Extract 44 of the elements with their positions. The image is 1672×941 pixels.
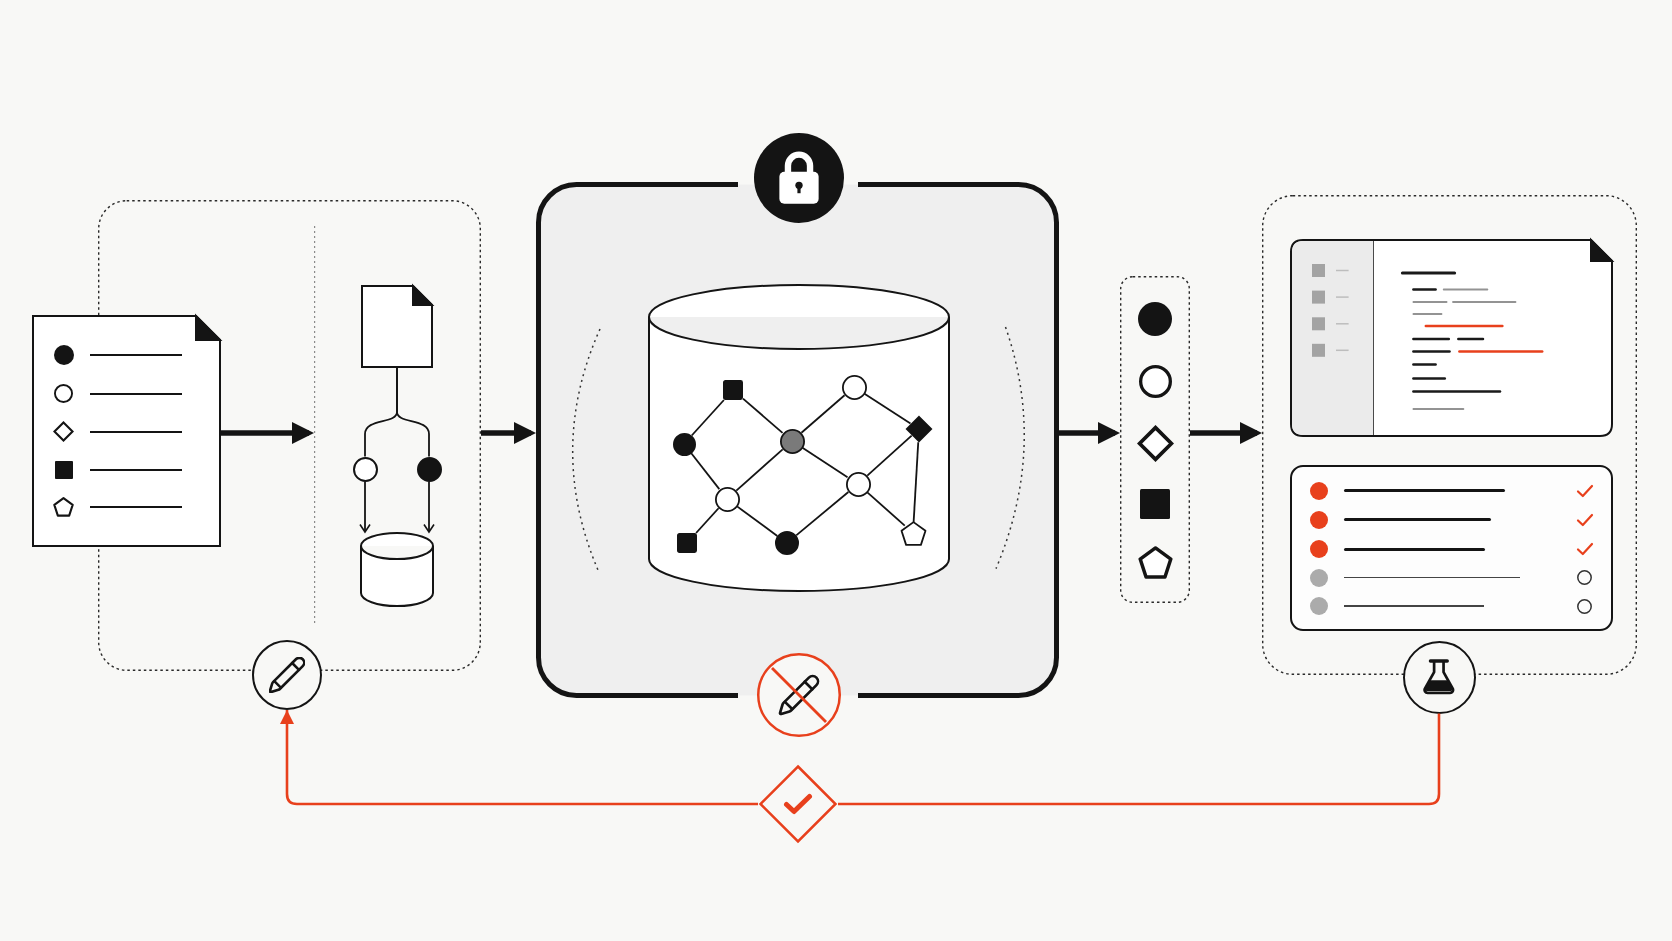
document-page bbox=[32, 315, 221, 547]
graph-edge bbox=[690, 452, 721, 491]
graph-node bbox=[905, 415, 933, 443]
no-edit-badge bbox=[757, 653, 841, 737]
graph-edge bbox=[736, 505, 779, 537]
test-list-panel bbox=[1290, 465, 1613, 631]
graph-edge bbox=[866, 491, 906, 527]
graph-edge bbox=[795, 491, 850, 537]
graph-edge bbox=[742, 397, 784, 434]
arrow bbox=[359, 480, 371, 533]
arrow bbox=[423, 480, 435, 533]
graph-node bbox=[899, 519, 927, 547]
circle-node bbox=[352, 456, 378, 482]
graph-edge bbox=[800, 394, 846, 434]
lock-badge bbox=[754, 133, 844, 223]
document-page bbox=[361, 285, 433, 368]
database-cylinder bbox=[648, 284, 950, 592]
database-cylinder bbox=[360, 532, 434, 607]
graph-edge bbox=[863, 392, 912, 425]
arrow bbox=[481, 422, 536, 444]
graph-node bbox=[723, 380, 743, 400]
dashed-frame bbox=[1120, 276, 1190, 603]
feedback-line bbox=[838, 713, 1441, 806]
dashed-group-frame bbox=[98, 200, 481, 671]
graph-edge bbox=[690, 399, 725, 437]
graph-node bbox=[677, 533, 697, 553]
graph-edge bbox=[866, 434, 913, 477]
graph-edge bbox=[801, 446, 849, 479]
storage-panel bbox=[536, 182, 1059, 698]
dashed-group-frame bbox=[1262, 195, 1637, 675]
arrow bbox=[1059, 422, 1120, 444]
circle-node bbox=[416, 456, 442, 482]
pencil-badge bbox=[252, 640, 322, 710]
arrow bbox=[1190, 422, 1262, 444]
flask-badge bbox=[1402, 640, 1476, 714]
branch-line bbox=[396, 367, 430, 458]
graph-edge bbox=[695, 507, 720, 534]
graph-edge bbox=[912, 441, 920, 523]
graph-edge bbox=[735, 448, 784, 492]
check-diamond bbox=[758, 764, 838, 844]
arrow bbox=[221, 422, 314, 444]
code-editor-window bbox=[1290, 239, 1613, 437]
graph-node bbox=[775, 531, 799, 555]
feedback-arrow bbox=[280, 710, 758, 806]
